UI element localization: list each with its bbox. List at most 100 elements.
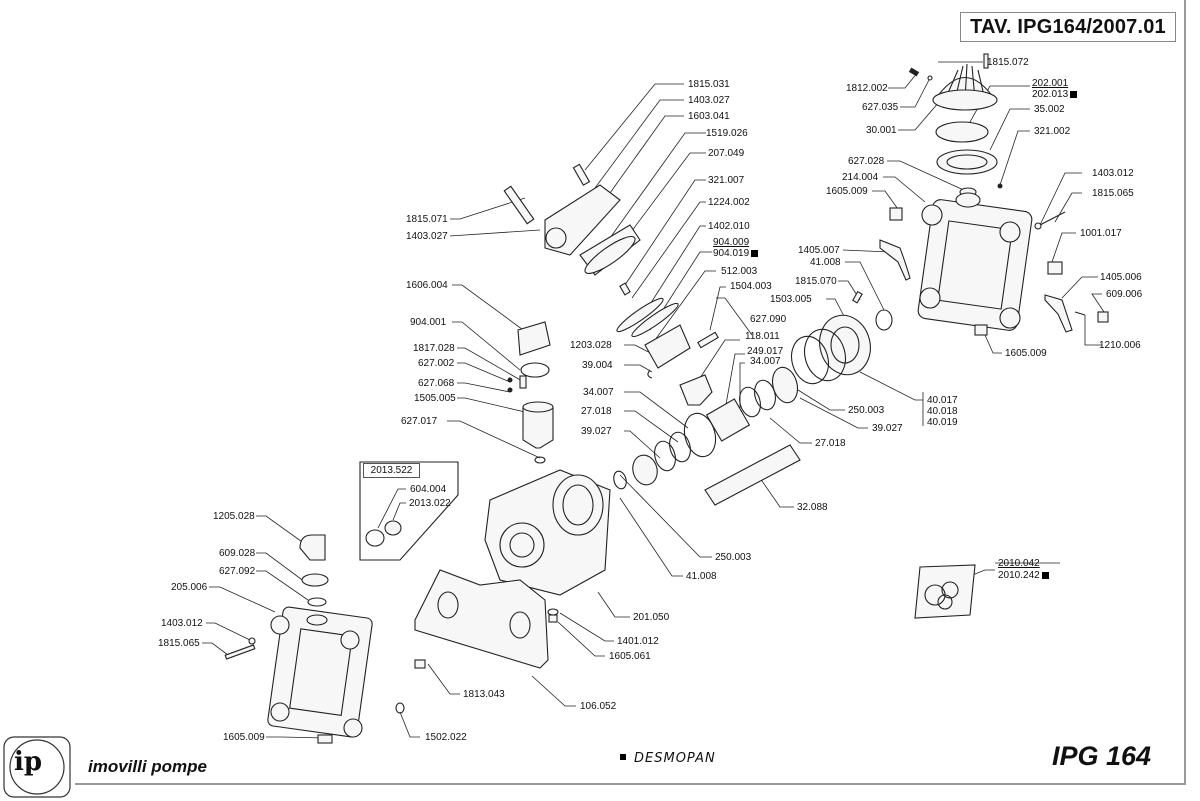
part-label: 1813.043 xyxy=(463,689,505,700)
part-filter-assembly xyxy=(507,321,554,464)
part-label: 27.018 xyxy=(581,406,612,417)
part-label: 40.017 xyxy=(927,395,958,406)
part-label: 32.088 xyxy=(797,502,828,513)
part-label: 1817.028 xyxy=(413,343,455,354)
part-label: 627.002 xyxy=(418,358,455,369)
part-label: 205.006 xyxy=(171,582,208,593)
part-label: 627.035 xyxy=(862,102,899,113)
part-label: 30.001 xyxy=(866,125,897,136)
part-label: 627.017 xyxy=(401,416,438,427)
part-head-right xyxy=(908,53,1003,197)
part-label: 118.011 xyxy=(745,331,780,342)
part-label: 34.007 xyxy=(583,387,614,398)
part-label: 512.003 xyxy=(721,266,758,277)
part-label: 1605.009 xyxy=(826,186,868,197)
part-label: 321.007 xyxy=(708,175,745,186)
part-label: 1812.002 xyxy=(846,83,888,94)
part-label: 1606.004 xyxy=(406,280,448,291)
part-label: 1403.027 xyxy=(406,231,448,242)
frame-border-right xyxy=(1184,0,1186,784)
part-head-center xyxy=(503,163,719,379)
part-shaft-assembly xyxy=(613,314,871,506)
part-label: 1605.009 xyxy=(223,732,265,743)
part-label: 1519.026 xyxy=(706,128,748,139)
part-manifold-left xyxy=(224,534,373,744)
part-label: 2010.042 xyxy=(998,558,1040,569)
part-label: 1403.012 xyxy=(1092,168,1134,179)
part-label: 627.028 xyxy=(848,156,885,167)
drawing-title: TAV. IPG164/2007.01 xyxy=(960,12,1176,42)
part-label: 1403.012 xyxy=(161,618,203,629)
part-label: 250.003 xyxy=(715,552,752,563)
part-label: 249.017 xyxy=(747,346,784,357)
part-label: 1815.071 xyxy=(406,214,448,225)
part-label: 1605.009 xyxy=(1005,348,1047,359)
part-label: 35.002 xyxy=(1034,104,1065,115)
logo-monogram: ip xyxy=(14,747,43,777)
frame-border-bottom xyxy=(75,783,1186,785)
part-label: 1605.061 xyxy=(609,651,651,662)
part-label: 1815.072 xyxy=(987,57,1029,68)
part-label: 1815.070 xyxy=(795,276,837,287)
part-label: 1815.065 xyxy=(158,638,200,649)
part-label: 627.068 xyxy=(418,378,455,389)
part-label: 1405.006 xyxy=(1100,272,1142,283)
part-label: 904.009 xyxy=(713,237,750,248)
part-label: 609.006 xyxy=(1106,289,1143,300)
part-label: 1405.007 xyxy=(798,245,840,256)
part-label: 34.007 xyxy=(750,356,781,367)
part-label: 27.018 xyxy=(815,438,846,449)
part-label-desmopan: 904.019 xyxy=(713,248,758,260)
part-label: 41.008 xyxy=(686,571,717,582)
part-label: 40.019 xyxy=(927,417,958,428)
part-label: 627.090 xyxy=(750,314,787,325)
part-label: 604.004 xyxy=(410,484,447,495)
part-kit-2013-522 xyxy=(359,461,459,561)
part-label: 39.027 xyxy=(872,423,903,434)
part-label: 1815.065 xyxy=(1092,188,1134,199)
brand-name: imovilli pompe xyxy=(88,757,208,776)
part-label: 2013.022 xyxy=(409,498,451,509)
part-label: 207.049 xyxy=(708,148,745,159)
part-manifold-right xyxy=(852,192,1109,336)
part-label: 202.001 xyxy=(1032,78,1069,89)
part-label: 41.008 xyxy=(810,257,841,268)
part-label: 1402.010 xyxy=(708,221,750,232)
part-label: 40.018 xyxy=(927,406,958,417)
part-label: 321.002 xyxy=(1034,126,1071,137)
part-label: 39.004 xyxy=(582,360,613,371)
legend-square-icon xyxy=(620,754,626,760)
part-label: 1210.006 xyxy=(1099,340,1141,351)
part-label: 1001.017 xyxy=(1080,228,1122,239)
kit-label-box: 2013.522 xyxy=(363,463,420,478)
part-label: 1403.027 xyxy=(688,95,730,106)
part-label: 214.004 xyxy=(842,172,879,183)
part-crankcase xyxy=(484,469,611,596)
part-label: 609.028 xyxy=(219,548,256,559)
part-label: 1203.028 xyxy=(570,340,612,351)
part-label-desmopan: 2010.242 xyxy=(998,570,1049,582)
part-label-desmopan: 202.013 xyxy=(1032,89,1077,101)
part-label: 39.027 xyxy=(581,426,612,437)
leader-lines xyxy=(202,61,1105,739)
model-name: IPG 164 xyxy=(1052,741,1152,771)
part-label: 201.050 xyxy=(633,612,670,623)
part-label: 1603.041 xyxy=(688,111,730,122)
legend-text: DESMOPAN xyxy=(634,751,716,766)
part-label: 1815.031 xyxy=(688,79,730,90)
part-label: 627.092 xyxy=(219,566,256,577)
part-label: 250.003 xyxy=(848,405,885,416)
part-label: 1505.005 xyxy=(414,393,456,404)
part-label: 1224.002 xyxy=(708,197,750,208)
part-label: 1401.012 xyxy=(617,636,659,647)
part-label: 1503.005 xyxy=(770,294,812,305)
material-legend: DESMOPAN xyxy=(620,751,716,766)
part-base-bracket xyxy=(395,569,559,714)
brand-logo xyxy=(3,736,71,798)
part-label: 1502.022 xyxy=(425,732,467,743)
part-label: 1205.028 xyxy=(213,511,255,522)
part-label: 1504.003 xyxy=(730,281,772,292)
part-gasket-kit xyxy=(914,564,976,619)
